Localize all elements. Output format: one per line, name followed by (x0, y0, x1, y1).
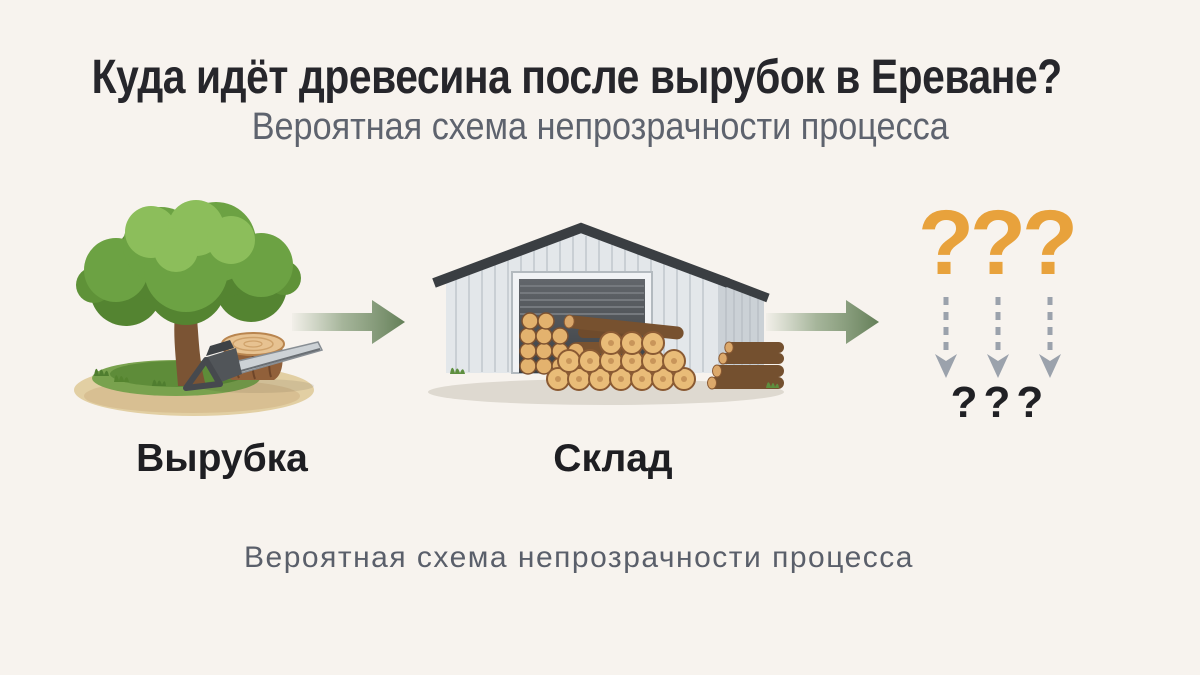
tree-stump-chainsaw-icon (74, 200, 324, 416)
dashed-down-arrow-icon (1039, 297, 1061, 378)
log-pile-front (546, 314, 696, 391)
step-label-warehouse: Склад (553, 437, 673, 480)
unknown-destination-column: ? (917, 192, 975, 386)
question-mark-orange: ? (917, 192, 975, 294)
chainsaw-icon (183, 340, 324, 391)
question-mark-orange: ? (1021, 192, 1079, 294)
subtitle-top: Вероятная схема непрозрачности процесса (0, 106, 1200, 149)
step-label-logging: Вырубка (136, 437, 308, 480)
unknown-destination-column: ? (1021, 192, 1079, 386)
dashed-down-arrow-icon (987, 297, 1009, 378)
subtitle-bottom: Вероятная схема непрозрачности процесса (244, 541, 914, 574)
subtitle-top-text: Вероятная схема непрозрачности процесса (251, 106, 949, 148)
page-title: Куда идёт древесина после вырубок в Ерев… (0, 50, 1177, 105)
flow-arrow-right-icon (766, 300, 879, 344)
unknown-destination-column: ? (969, 192, 1027, 386)
dashed-down-arrow-icon (935, 297, 957, 378)
question-mark-orange: ? (969, 192, 1027, 294)
flow-arrow-right-icon (292, 300, 405, 344)
log-pile-side (707, 341, 784, 390)
warehouse-logs-icon (428, 222, 784, 405)
page-title-text: Куда идёт древесина после вырубок в Ерев… (91, 51, 1063, 104)
question-marks-black: ??? (950, 378, 1050, 427)
